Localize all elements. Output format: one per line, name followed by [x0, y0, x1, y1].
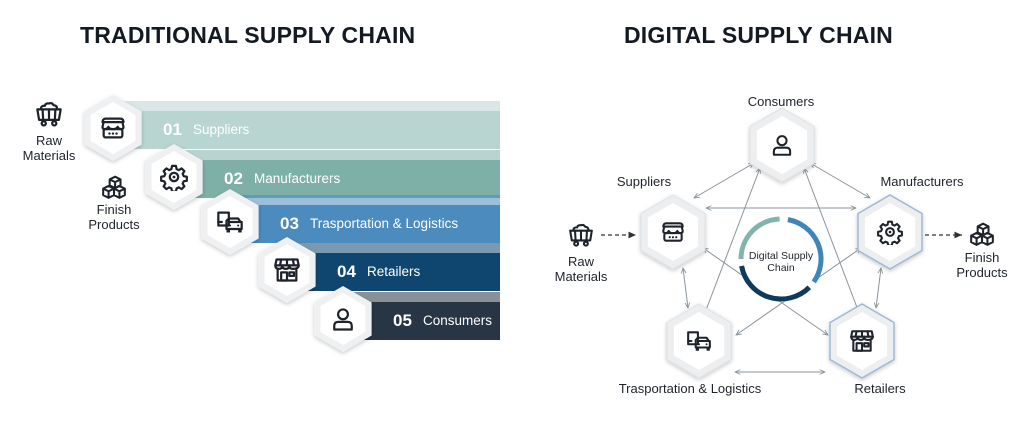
step-label: Retailers: [367, 264, 421, 279]
step-number: 05: [393, 311, 412, 330]
step-04-bar: 04 Retailers: [279, 243, 500, 291]
raw-materials-cart-icon: [36, 102, 62, 127]
step-03-hexagon: [201, 189, 259, 255]
digital-finish-label-1: Finish: [965, 250, 1000, 265]
step-01-bar: 01 Suppliers: [105, 101, 500, 149]
node-label-manufacturers: Manufacturers: [880, 174, 964, 189]
finish-products-label-2: Products: [88, 217, 140, 232]
step-03-bar: 03 Trasportation & Logistics: [222, 195, 500, 243]
step-number: 01: [163, 120, 182, 139]
raw-materials-label-2: Materials: [23, 148, 76, 163]
digital-finish-label-2: Products: [956, 265, 1008, 280]
digital-raw-cart-icon: [569, 223, 593, 247]
step-label: Trasportation & Logistics: [310, 216, 458, 231]
step-number: 02: [224, 169, 243, 188]
digital-center-ring: [738, 216, 824, 302]
node-manufacturers-hexagon: [857, 194, 923, 270]
center-label-1: Digital Supply: [749, 250, 814, 262]
center-label-2: Chain: [767, 262, 795, 274]
step-01-hexagon: [84, 95, 142, 161]
node-label-transport: Trasportation & Logistics: [619, 381, 762, 396]
step-number: 03: [280, 214, 299, 233]
step-02-hexagon: [145, 144, 203, 210]
node-label-suppliers: Suppliers: [617, 174, 672, 189]
node-retailers-hexagon: [829, 303, 895, 379]
step-label: Manufacturers: [254, 171, 341, 186]
finish-products-label-1: Finish: [97, 202, 132, 217]
step-05-hexagon: [314, 286, 372, 352]
digital-finish-boxes-icon: [970, 222, 994, 246]
step-number: 04: [337, 262, 356, 281]
finish-products-boxes-icon: [102, 175, 126, 199]
digital-raw-label-1: Raw: [568, 254, 595, 269]
node-label-retailers: Retailers: [854, 381, 906, 396]
step-02-bar: 02 Manufacturers: [166, 150, 500, 198]
digital-raw-label-2: Materials: [555, 269, 608, 284]
digital-title: DIGITAL SUPPLY CHAIN: [624, 22, 893, 48]
raw-materials-label-1: Raw: [36, 133, 63, 148]
node-suppliers-hexagon: [640, 194, 706, 270]
node-transport-hexagon: [666, 303, 732, 379]
step-label: Consumers: [423, 313, 492, 328]
traditional-title: TRADITIONAL SUPPLY CHAIN: [80, 22, 416, 48]
node-label-consumers: Consumers: [748, 94, 815, 109]
node-consumers-hexagon: [749, 107, 815, 183]
step-04-hexagon: [258, 237, 316, 303]
step-label: Suppliers: [193, 122, 250, 137]
